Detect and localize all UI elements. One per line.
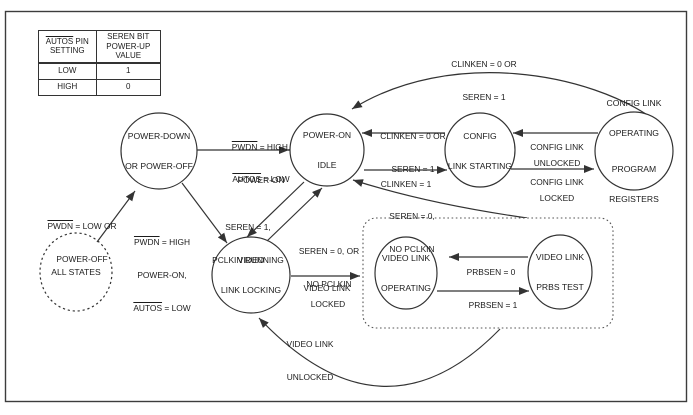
table-header-row: AUTOS PIN SETTING SEREN BIT POWER-UP VAL… xyxy=(38,30,162,64)
arrow-video-link-unlocked xyxy=(258,317,501,387)
arrow-all-states-to-power-down xyxy=(96,190,136,243)
state-video-link-operating-label: VIDEO LINK OPERATING xyxy=(381,253,431,293)
label-idle-to-locking: SEREN = 1, PCLKIN RUNNING xyxy=(212,222,284,265)
label-config-link-locked-top: CONFIG LINK xyxy=(530,177,584,187)
label-power-down-to-idle: PWDN = HIGH, POWER-ON xyxy=(231,142,291,185)
label-config-link-unlocked-top: CONFIG LINK xyxy=(530,142,584,152)
state-config-link-operating-circle xyxy=(594,111,674,191)
state-power-down-label: POWER-DOWN OR POWER-OFF xyxy=(125,131,193,171)
table-row: HIGH 0 xyxy=(38,78,162,96)
state-video-link-prbs-label: VIDEO LINK PRBS TEST xyxy=(535,252,585,292)
label-config-link-unlocked-bottom: UNLOCKED xyxy=(533,158,581,168)
label-prbsen-1: PRBSEN = 1 xyxy=(468,300,518,310)
arrow-operating-to-idle-top xyxy=(351,72,657,122)
label-starting-to-idle: CLINKEN = 0 OR SEREN = 1 xyxy=(380,131,446,174)
state-config-link-starting-label: CONFIG LINK STARTING xyxy=(447,131,513,171)
arrow-idle-to-locking xyxy=(246,181,305,238)
arrow-video-box-to-idle xyxy=(352,179,528,219)
state-video-link-locking-circle xyxy=(211,236,291,314)
label-config-link-locked-bottom: LOCKED xyxy=(539,193,575,203)
label-video-link-locked-bottom: LOCKED xyxy=(310,299,346,309)
label-locking-to-idle: SEREN = 0, OR NO PCLKIN xyxy=(298,246,360,289)
table-row: LOW 1 xyxy=(38,62,162,80)
table-header-autos: AUTOS PIN SETTING xyxy=(38,30,97,64)
autos-signal: AUTOS xyxy=(45,36,74,46)
label-prbsen-0: PRBSEN = 0 xyxy=(466,267,516,277)
label-power-down-to-idle-autos: AUTOS = LOW xyxy=(232,174,290,184)
autos-setting-cell: LOW xyxy=(38,62,97,80)
arrow-power-down-to-locking xyxy=(181,182,228,244)
label-operating-to-idle-top: CLINKEN = 0 OR SEREN = 1 xyxy=(451,59,517,102)
state-video-link-prbs-circle xyxy=(527,234,593,310)
seren-value-cell: 0 xyxy=(95,78,162,96)
state-video-link-operating-circle xyxy=(374,236,438,310)
state-power-on-idle-circle xyxy=(289,113,365,187)
state-power-down-circle xyxy=(120,112,198,190)
arrow-locking-to-idle xyxy=(266,187,323,242)
label-power-down-to-locking: PWDN = HIGH POWER-ON, AUTOS = LOW xyxy=(133,237,191,313)
label-video-link-unlocked: VIDEO LINK UNLOCKED xyxy=(286,339,334,382)
label-all-states-to-power-down: PWDN = LOW OR POWER-OFF xyxy=(47,221,117,264)
figure-border xyxy=(4,10,688,403)
state-config-link-starting-circle xyxy=(444,112,516,188)
label-video-link-locked-top: VIDEO LINK xyxy=(303,283,351,293)
state-config-link-operating-label: CONFIG LINK OPERATING PROGRAM REGISTERS xyxy=(606,98,662,204)
autos-seren-table: AUTOS PIN SETTING SEREN BIT POWER-UP VAL… xyxy=(38,30,162,96)
table-header-seren: SEREN BIT POWER-UP VALUE xyxy=(95,30,162,64)
label-video-box-to-idle: SEREN = 0, NO PCLKIN xyxy=(389,211,435,254)
label-idle-to-starting: CLINKEN = 1 xyxy=(380,179,432,189)
seren-value-cell: 1 xyxy=(95,62,162,80)
state-all-states-label: ALL STATES xyxy=(51,267,101,277)
state-video-link-locking-label: VIDEO LINK LOCKING xyxy=(220,255,282,295)
state-power-on-idle-label: POWER-ON IDLE xyxy=(302,130,352,170)
autos-setting-cell: HIGH xyxy=(38,78,97,96)
state-all-states-circle xyxy=(39,232,113,312)
